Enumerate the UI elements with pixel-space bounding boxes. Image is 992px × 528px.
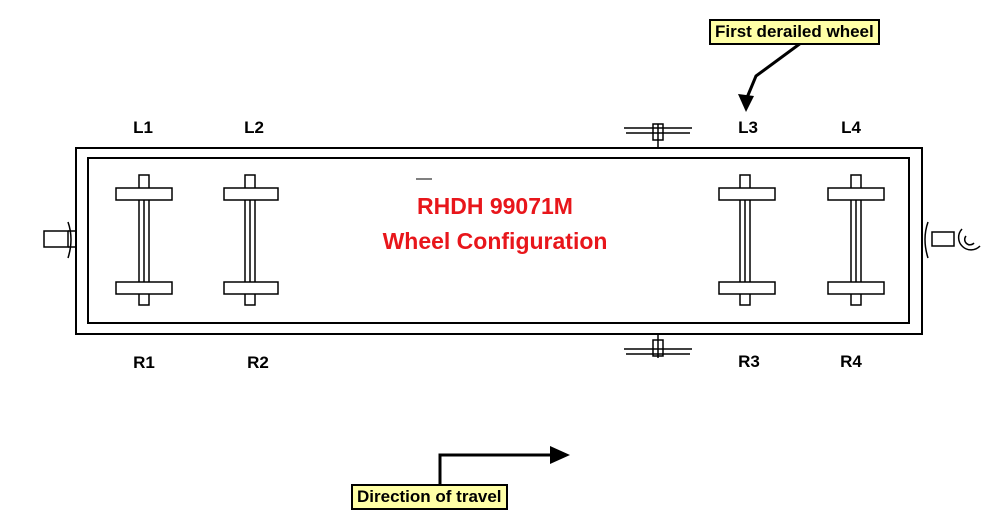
car-inner-frame <box>87 157 910 324</box>
wheel-label-r3: R3 <box>738 352 760 371</box>
diagram-title-line2: Wheel Configuration <box>382 228 608 254</box>
wheel-label-r2: R2 <box>247 353 269 372</box>
left-coupler <box>43 221 76 259</box>
hand-brake-top <box>624 123 692 148</box>
wheelset-3 <box>718 174 776 306</box>
first-derailed-callout: First derailed wheel <box>709 19 880 45</box>
right-coupler <box>924 221 981 259</box>
car-outer-frame <box>75 147 923 335</box>
wheelset-2 <box>223 174 279 306</box>
wheel-label-r1: R1 <box>133 353 155 372</box>
diagram-title-line1: RHDH 99071M <box>417 193 573 219</box>
wheel-label-l3: L3 <box>738 118 758 137</box>
wheelset-4 <box>827 174 885 306</box>
direction-callout: Direction of travel <box>351 484 508 510</box>
direction-arrow <box>438 446 570 484</box>
wheel-label-l1: L1 <box>133 118 153 137</box>
wheelset-1 <box>115 174 173 306</box>
hand-brake-bottom <box>624 334 692 358</box>
wheel-label-r4: R4 <box>840 352 862 371</box>
wheel-label-l2: L2 <box>244 118 264 137</box>
first-derailed-arrow <box>738 38 806 112</box>
wheel-label-l4: L4 <box>841 118 861 137</box>
